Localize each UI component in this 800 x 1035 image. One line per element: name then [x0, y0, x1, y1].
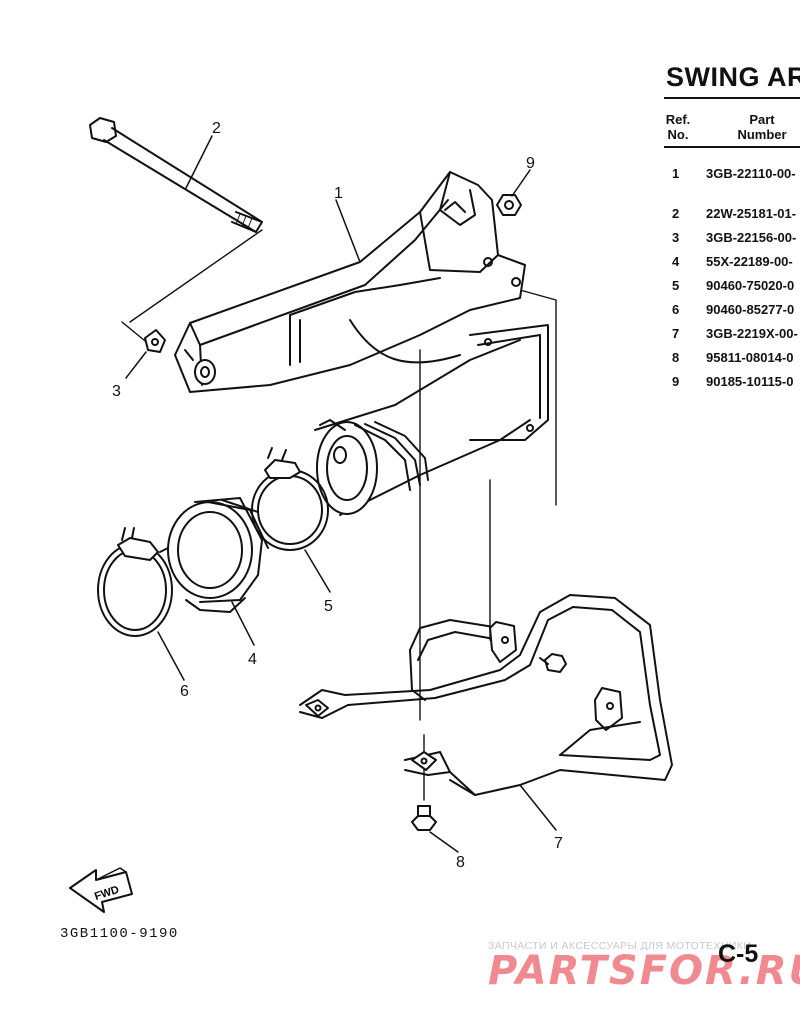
- swing-arm: [174, 171, 549, 516]
- frame-bolt: [539, 653, 567, 673]
- table-row: 9 90185-10115-0: [672, 374, 793, 389]
- callout-5: 5: [324, 598, 333, 615]
- pivot-bolt: [89, 117, 263, 233]
- ref-no-header: Ref.No.: [665, 112, 691, 142]
- callout-3: 3: [112, 383, 121, 400]
- ref-no: 5: [672, 278, 680, 293]
- rear-guard-frame: [299, 594, 673, 796]
- callout-6: 6: [180, 683, 189, 700]
- page-number: C-5: [718, 940, 759, 968]
- table-row: 8 95811-08014-0: [672, 350, 793, 365]
- title-rule: [664, 97, 800, 99]
- part-number: 90460-85277-0: [706, 302, 795, 317]
- leader-lines: [125, 135, 557, 853]
- page-title: SWING AR: [666, 62, 800, 92]
- ref-no: 6: [672, 302, 680, 317]
- band-clamp-large: [97, 527, 173, 637]
- callout-8: 8: [456, 854, 465, 871]
- ref-no: 4: [672, 254, 680, 269]
- table-row: 7 3GB-2219X-00-: [672, 326, 798, 341]
- flange-bolt: [411, 805, 437, 831]
- ref-no: 2: [672, 206, 680, 221]
- assembly-guide-lines: [121, 229, 557, 801]
- table-row: 4 55X-22189-00-: [672, 254, 793, 269]
- table-row: 2 22W-25181-01-: [672, 206, 796, 221]
- table-row: 5 90460-75020-0: [672, 278, 794, 293]
- part-number: 90460-75020-0: [706, 278, 795, 293]
- callout-1: 1: [334, 185, 343, 202]
- ref-no: 7: [672, 326, 680, 341]
- rubber-boot: [167, 497, 269, 613]
- table-row: 6 90460-85277-0: [672, 302, 794, 317]
- watermark-logo: PARTSFOR.RU: [488, 948, 800, 994]
- part-number: 3GB-22156-00-: [706, 230, 797, 245]
- part-number: 95811-08014-0: [706, 350, 794, 365]
- ref-no: 8: [672, 350, 680, 365]
- callout-4: 4: [248, 651, 257, 668]
- part-number: 90185-10115-0: [706, 374, 794, 389]
- watermark-tagline: ЗАПЧАСТИ И АКСЕССУАРЫ ДЛЯ МОТОТЕХНИКИ: [488, 940, 752, 952]
- table-row: 1 3GB-22110-00-: [672, 166, 796, 181]
- callout-9: 9: [526, 155, 535, 172]
- callout-7: 7: [554, 835, 563, 852]
- ref-no: 1: [672, 166, 680, 181]
- fwd-arrow-icon: [69, 867, 133, 913]
- part-number: 22W-25181-01-: [706, 206, 797, 221]
- table-row: 3 3GB-22156-00-: [672, 230, 796, 245]
- drawing-code: 3GB1100-9190: [60, 926, 179, 942]
- ref-no: 9: [672, 374, 680, 389]
- ref-no: 3: [672, 230, 680, 245]
- nut: [496, 194, 522, 216]
- washer: [144, 329, 166, 353]
- part-number: 55X-22189-00-: [706, 254, 793, 269]
- band-clamp-small: [251, 447, 329, 551]
- part-number: 3GB-2219X-00-: [706, 326, 798, 341]
- callout-2: 2: [212, 120, 221, 137]
- part-number: 3GB-22110-00-: [706, 166, 796, 181]
- header-rule: [664, 146, 800, 148]
